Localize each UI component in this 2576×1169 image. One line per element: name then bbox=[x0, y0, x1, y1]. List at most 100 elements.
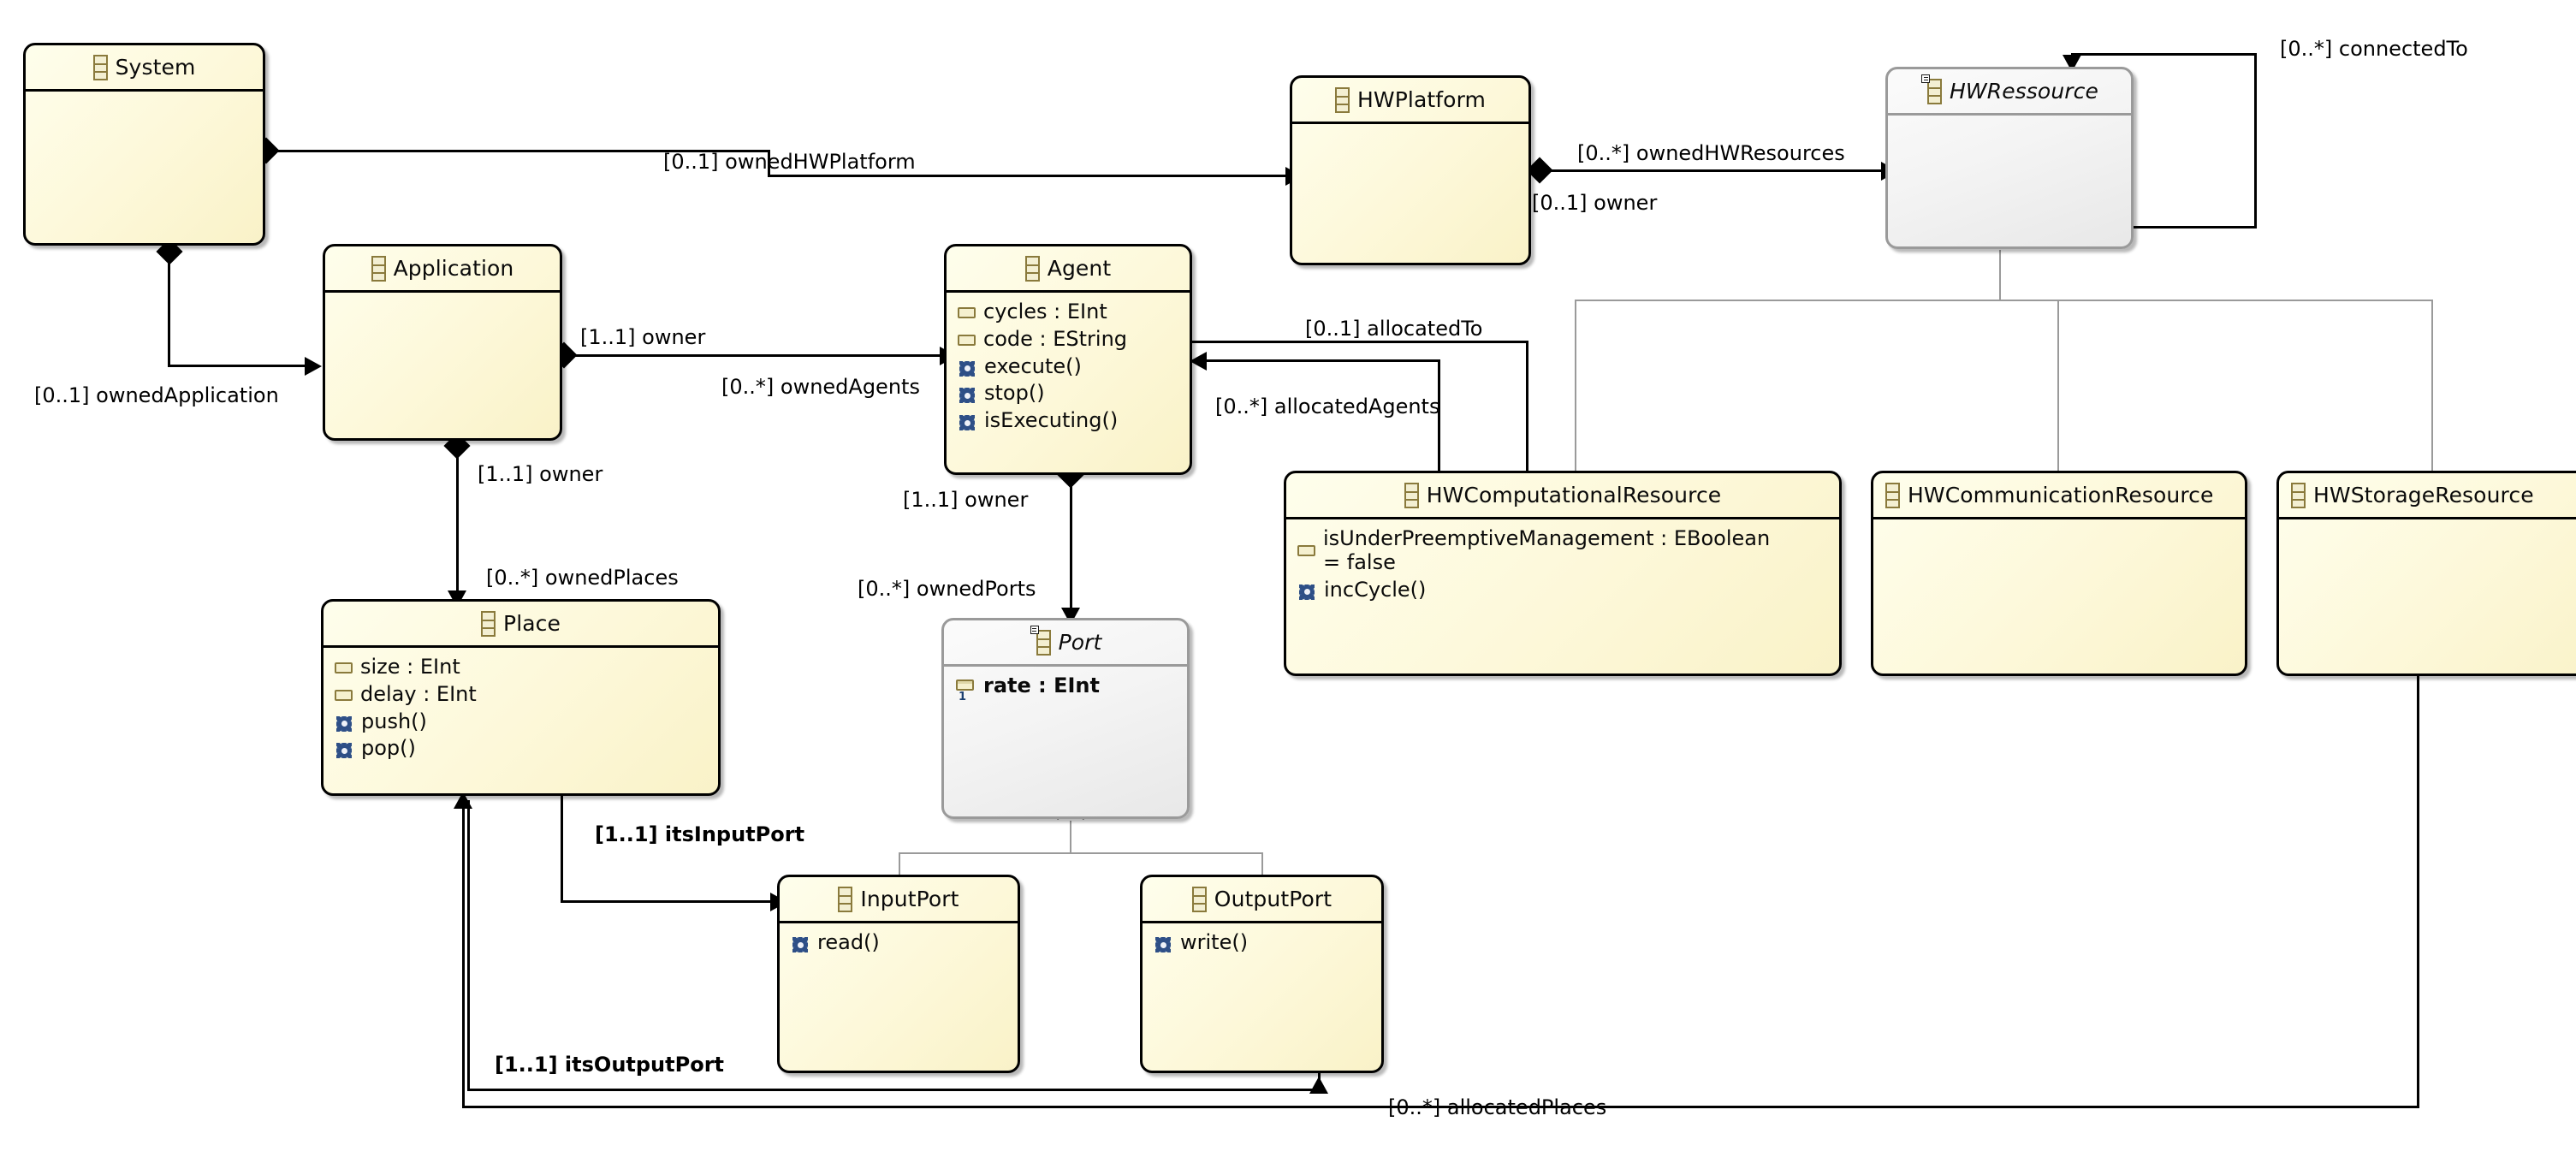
class-box-place[interactable]: Place size : EInt delay : EInt push() po… bbox=[321, 599, 721, 796]
operation-row: incCycle() bbox=[1286, 577, 1839, 604]
class-name: HWPlatform bbox=[1357, 87, 1486, 112]
operation-row: pop() bbox=[323, 735, 718, 763]
gen-port-inputport bbox=[899, 852, 900, 878]
edge-label-owned-places: [0..*] ownedPlaces bbox=[486, 566, 679, 590]
class-body-inputport: read() bbox=[780, 923, 1018, 957]
edge-application-place bbox=[456, 447, 459, 601]
class-body-agent: cycles : EInt code : EString execute() s… bbox=[947, 293, 1190, 435]
edge-label-owned-agents: [0..*] ownedAgents bbox=[721, 375, 920, 399]
class-header-hwressource: HWRessource bbox=[1888, 69, 2131, 116]
class-name: Application bbox=[393, 256, 514, 281]
gen-hwres-bar bbox=[1575, 300, 2433, 301]
edge-allocated-places-seg3 bbox=[462, 809, 465, 1108]
attribute-label: delay : EInt bbox=[360, 681, 477, 706]
edge-label-hw-owner: [0..1] owner bbox=[1532, 191, 1658, 215]
edge-its-output-port-seg2 bbox=[467, 1089, 1321, 1091]
arrowhead-system-application bbox=[305, 357, 322, 376]
edge-system-hwplatform-seg2 bbox=[768, 150, 770, 177]
attribute-icon bbox=[958, 334, 976, 346]
arrowhead-allocated-agents bbox=[1190, 352, 1207, 371]
gen-hwres-communication bbox=[2057, 300, 2059, 471]
operation-icon bbox=[1297, 583, 1316, 602]
gen-hwres-computational bbox=[1575, 300, 1576, 471]
edge-system-hwplatform-seg1 bbox=[274, 150, 770, 152]
attribute-row: cycles : EInt bbox=[947, 299, 1190, 326]
operation-label: isExecuting() bbox=[984, 408, 1119, 433]
edge-agent-port bbox=[1070, 476, 1072, 617]
class-icon bbox=[371, 255, 386, 282]
class-box-port[interactable]: Port 1 rate : EInt bbox=[941, 618, 1190, 819]
class-name: Place bbox=[503, 611, 561, 636]
operation-icon bbox=[958, 386, 976, 405]
class-box-inputport[interactable]: InputPort read() bbox=[777, 875, 1020, 1073]
gen-hwres-storage bbox=[2431, 300, 2433, 471]
class-header-outputport: OutputPort bbox=[1143, 877, 1381, 923]
operation-label: push() bbox=[361, 709, 427, 733]
class-box-hwcomputationalresource[interactable]: HWComputationalResource isUnderPreemptiv… bbox=[1284, 471, 1842, 676]
edge-label-owned-ports: [0..*] ownedPorts bbox=[858, 577, 1036, 601]
operation-icon bbox=[1154, 935, 1172, 954]
class-box-application[interactable]: Application bbox=[323, 244, 562, 441]
attribute-icon: 1 bbox=[955, 677, 976, 703]
class-box-hwressource[interactable]: HWRessource bbox=[1885, 67, 2134, 249]
edge-label-owned-hw-platform: [0..1] ownedHWPlatform bbox=[663, 150, 916, 174]
class-box-hwplatform[interactable]: HWPlatform bbox=[1290, 75, 1531, 265]
gen-port-outputport bbox=[1261, 852, 1263, 878]
class-name: Agent bbox=[1047, 256, 1112, 281]
class-header-agent: Agent bbox=[947, 246, 1190, 293]
class-body-hwstorageresource bbox=[2279, 519, 2576, 525]
attribute-row: size : EInt bbox=[323, 654, 718, 681]
operation-label: write() bbox=[1180, 930, 1249, 954]
class-icon bbox=[92, 54, 108, 80]
attribute-row: delay : EInt bbox=[323, 681, 718, 709]
class-name: InputPort bbox=[860, 887, 959, 911]
operation-row: stop() bbox=[947, 380, 1190, 407]
class-name: System bbox=[115, 55, 196, 80]
class-header-hwstorageresource: HWStorageResource bbox=[2279, 473, 2576, 519]
class-name: OutputPort bbox=[1214, 887, 1333, 911]
class-header-inputport: InputPort bbox=[780, 877, 1018, 923]
class-body-hwcommunicationresource bbox=[1873, 519, 2245, 525]
class-box-hwstorageresource[interactable]: HWStorageResource bbox=[2276, 471, 2576, 676]
attribute-row: code : EString bbox=[947, 326, 1190, 353]
edge-connected-to-bottom bbox=[2129, 226, 2257, 228]
edge-hwplatform-hwressource bbox=[1547, 169, 1885, 172]
operation-label: read() bbox=[817, 930, 880, 954]
edge-label-place-owner: [1..1] owner bbox=[478, 462, 603, 486]
attribute-label: code : EString bbox=[983, 326, 1128, 351]
edge-label-allocated-agents: [0..*] allocatedAgents bbox=[1215, 395, 1440, 418]
edge-allocated-agents-seg2 bbox=[1438, 359, 1440, 481]
operation-label: execute() bbox=[984, 353, 1082, 378]
class-body-hwcomputationalresource: isUnderPreemptiveManagement : EBoolean =… bbox=[1286, 519, 1839, 603]
operation-row: execute() bbox=[947, 353, 1190, 381]
class-box-hwcommunicationresource[interactable]: HWCommunicationResource bbox=[1871, 471, 2247, 676]
class-header-application: Application bbox=[325, 246, 560, 293]
class-name: HWCommunicationResource bbox=[1908, 483, 2214, 507]
operation-icon bbox=[335, 715, 353, 733]
class-icon bbox=[1404, 482, 1419, 508]
class-box-outputport[interactable]: OutputPort write() bbox=[1140, 875, 1384, 1073]
operation-label: stop() bbox=[984, 381, 1045, 406]
operation-row: read() bbox=[780, 929, 1018, 957]
attribute-label: size : EInt bbox=[360, 655, 460, 679]
attribute-icon bbox=[335, 662, 353, 674]
class-icon bbox=[1335, 86, 1350, 113]
edge-label-allocated-to: [0..1] allocatedTo bbox=[1305, 317, 1483, 341]
class-name: Port bbox=[1058, 630, 1102, 655]
class-box-system[interactable]: System bbox=[23, 43, 265, 246]
attribute-icon bbox=[1297, 545, 1315, 557]
attribute-icon bbox=[335, 689, 353, 701]
class-icon bbox=[2291, 482, 2306, 508]
arrowhead-its-output-port bbox=[1309, 1077, 1328, 1094]
edge-system-application-seg1 bbox=[168, 252, 170, 367]
edge-allocated-agents-seg1 bbox=[1192, 359, 1440, 362]
class-name: HWComputationalResource bbox=[1426, 483, 1722, 507]
edge-label-its-input-port: [1..1] itsInputPort bbox=[595, 822, 805, 846]
edge-its-input-port-seg1 bbox=[561, 796, 563, 903]
abstract-class-icon bbox=[1921, 74, 1943, 104]
operation-row: isExecuting() bbox=[947, 407, 1190, 435]
class-body-system bbox=[26, 92, 263, 98]
operation-row: write() bbox=[1143, 929, 1381, 957]
class-box-agent[interactable]: Agent cycles : EInt code : EString execu… bbox=[944, 244, 1192, 475]
